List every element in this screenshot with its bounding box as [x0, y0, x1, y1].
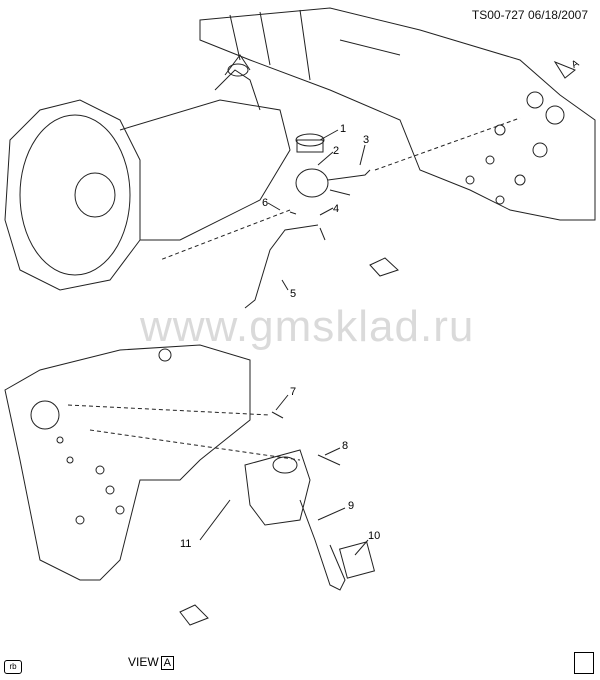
- rb-badge: rb: [4, 660, 22, 674]
- gm-logo-icon: [574, 652, 594, 674]
- front-arrow-upper: [369, 257, 399, 277]
- callout-5: 5: [290, 288, 297, 300]
- callout-3: 3: [363, 134, 370, 146]
- view-letter: A: [160, 656, 175, 670]
- callout-2: 2: [333, 145, 340, 157]
- lower-firewall-panel: [4, 344, 251, 581]
- callout-9: 9: [348, 500, 355, 512]
- direction-arrow: [553, 60, 576, 79]
- drawing-id: TS00-727: [471, 8, 525, 22]
- callout-7: 7: [290, 386, 297, 398]
- clutch-pedal-assembly: [244, 411, 376, 591]
- callout-11: 11: [180, 538, 192, 550]
- callout-4: 4: [333, 203, 340, 215]
- front-arrow-lower: [179, 604, 209, 626]
- callout-6: 6: [262, 197, 269, 209]
- callout-10: 10: [368, 530, 381, 542]
- callout-8: 8: [342, 440, 349, 452]
- drawing-header: TS00-727 06/18/2007: [472, 8, 588, 22]
- transmission: [4, 54, 291, 291]
- watermark: www.gmsklad.ru: [140, 302, 475, 351]
- drawing-date: 06/18/2007: [527, 8, 588, 22]
- view-text: VIEW: [128, 655, 159, 669]
- upper-firewall-panel: [199, 7, 596, 221]
- clutch-master-cylinder: [244, 133, 371, 309]
- callout-1: 1: [340, 123, 347, 135]
